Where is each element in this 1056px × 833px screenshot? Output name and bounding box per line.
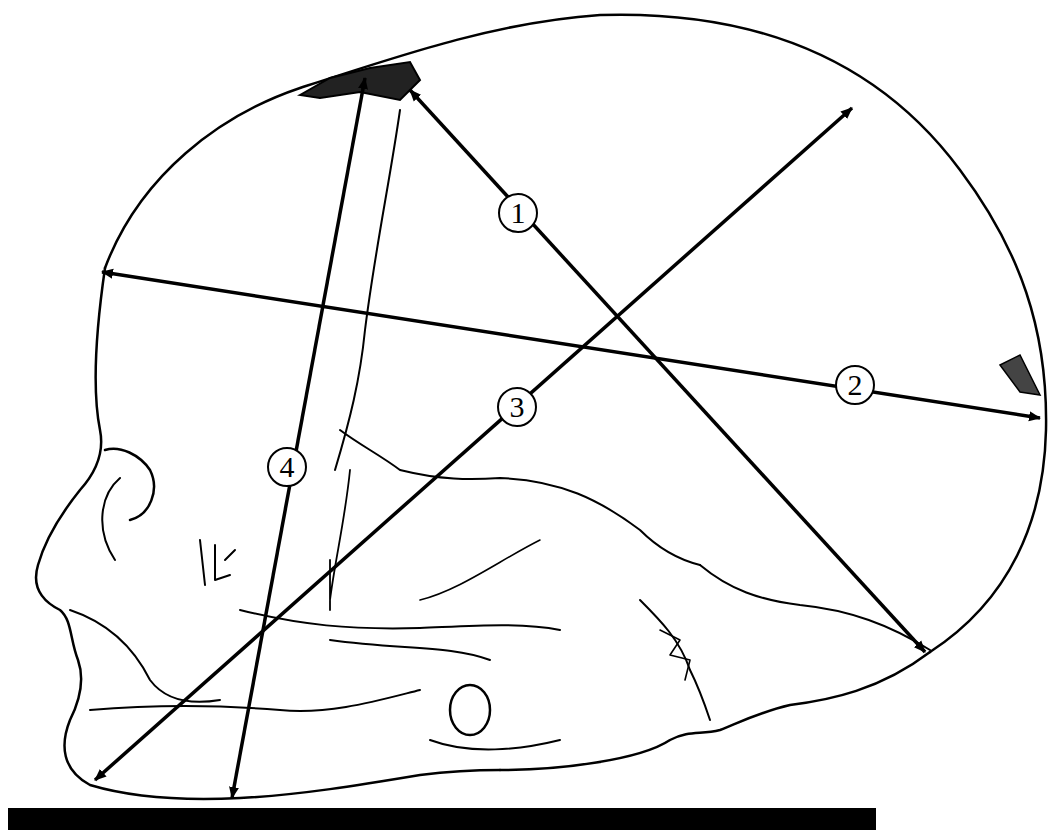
callout-number: 2 — [835, 365, 875, 405]
diameter-1-line — [410, 90, 925, 652]
callout-number: 3 — [497, 387, 537, 427]
diameter-4-line — [232, 78, 365, 798]
anterior-fontanelle — [300, 62, 420, 100]
diameter-3-line — [95, 108, 852, 780]
callout-number: 4 — [267, 447, 307, 487]
callout-number: 1 — [498, 193, 538, 233]
diameter-lines — [95, 78, 1040, 798]
base-bar — [8, 808, 876, 830]
diameter-2-line — [102, 272, 1040, 418]
posterior-fontanelle — [1000, 355, 1040, 395]
skull-outline — [36, 15, 1046, 799]
